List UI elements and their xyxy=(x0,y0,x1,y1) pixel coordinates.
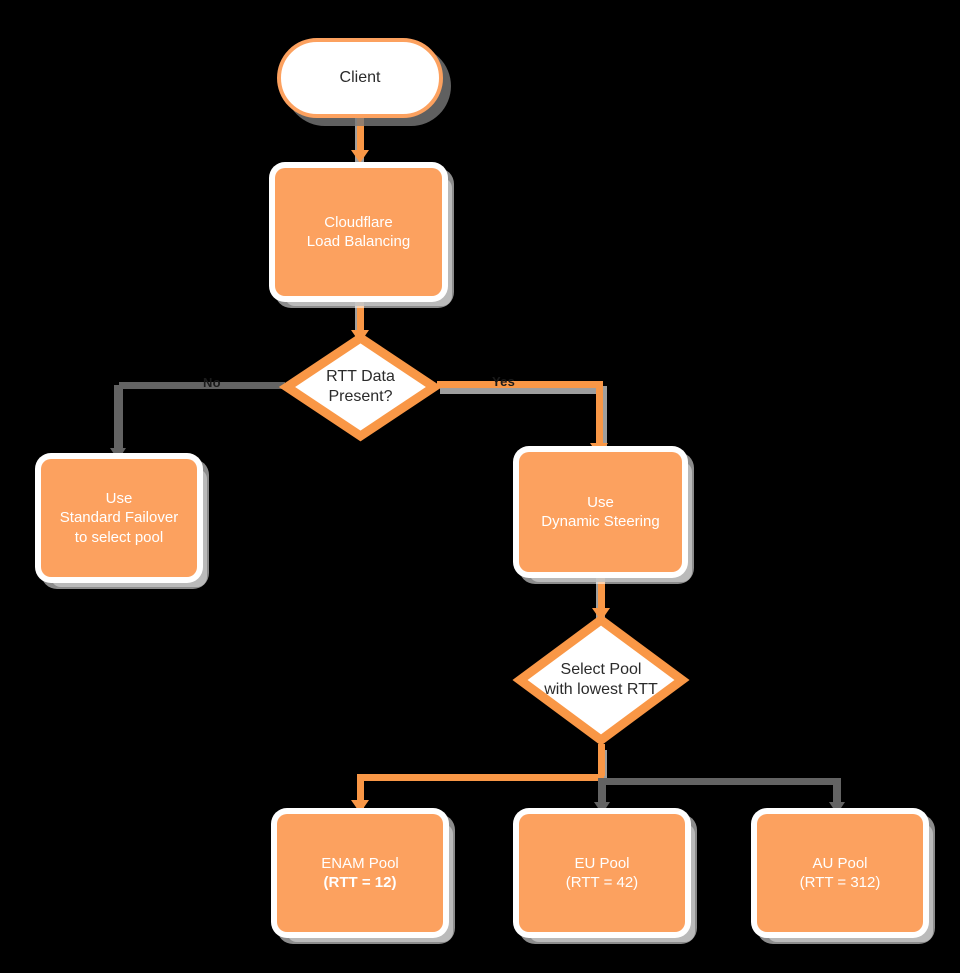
node-eu-pool-line1: EU Pool xyxy=(574,854,630,872)
node-standard-failover-line1: Use xyxy=(105,490,133,508)
node-enam-pool-label: ENAM Pool (RTT = 12) xyxy=(311,854,409,892)
edge-line-vertical xyxy=(833,778,841,810)
edge-line-horizontal xyxy=(119,382,285,389)
arrowhead-down-icon xyxy=(351,150,369,163)
node-client[interactable]: Client xyxy=(277,38,443,118)
diamond-shape-icon xyxy=(279,332,442,442)
node-au-pool-line2: (RTT = 312) xyxy=(799,874,881,891)
node-standard-failover-line3: to select pool xyxy=(74,528,164,546)
node-eu-pool-line2: (RTT = 42) xyxy=(565,874,639,891)
edge-label-yes: Yes xyxy=(492,374,516,389)
edge-line-vertical xyxy=(114,385,123,457)
edge-line-stem xyxy=(598,744,605,776)
node-enam-pool[interactable]: ENAM Pool (RTT = 12) xyxy=(277,814,443,932)
edge-line-horizontal xyxy=(357,774,604,781)
node-load-balancing-line2: Load Balancing xyxy=(306,233,411,250)
node-dynamic-steering-line1: Use xyxy=(587,493,614,511)
node-dynamic-steering-label: Use Dynamic Steering xyxy=(531,493,669,531)
arrowhead-down-icon xyxy=(829,802,845,814)
node-load-balancing-label: Cloudflare Load Balancing xyxy=(297,213,420,251)
node-standard-failover-label: Use Standard Failover to select pool xyxy=(50,489,188,547)
node-au-pool[interactable]: AU Pool (RTT = 312) xyxy=(757,814,923,932)
node-enam-pool-line2: (RTT = 12) xyxy=(323,874,397,891)
node-rtt-decision[interactable]: RTT Data Present? xyxy=(279,330,442,444)
node-client-label: Client xyxy=(339,68,381,86)
arrowhead-down-icon xyxy=(594,802,610,814)
edge-line xyxy=(357,296,364,334)
edge-line-vertical xyxy=(598,778,606,810)
diamond-shape-icon xyxy=(512,614,690,746)
edge-line xyxy=(357,112,364,154)
node-select-pool[interactable]: Select Pool with lowest RTT xyxy=(512,612,690,748)
node-eu-pool-label: EU Pool (RTT = 42) xyxy=(556,854,648,892)
edge-line-vertical xyxy=(596,381,603,449)
edge-line xyxy=(598,572,605,612)
node-eu-pool[interactable]: EU Pool (RTT = 42) xyxy=(519,814,685,932)
node-load-balancing-line1: Cloudflare xyxy=(324,213,393,231)
edge-shadow-horizontal xyxy=(440,386,606,394)
node-enam-pool-line1: ENAM Pool xyxy=(321,854,399,872)
node-dynamic-steering[interactable]: Use Dynamic Steering xyxy=(519,452,682,572)
edge-line-horizontal xyxy=(600,778,840,785)
node-standard-failover[interactable]: Use Standard Failover to select pool xyxy=(41,459,197,577)
edge-label-no: No xyxy=(203,375,221,390)
node-standard-failover-line2: Standard Failover xyxy=(59,509,179,527)
node-au-pool-line1: AU Pool xyxy=(812,854,868,872)
edge-line-horizontal xyxy=(437,381,603,388)
node-dynamic-steering-line2: Dynamic Steering xyxy=(541,513,660,530)
arrowhead-down-icon xyxy=(110,448,126,460)
node-load-balancing[interactable]: Cloudflare Load Balancing xyxy=(275,168,442,296)
edge-line-vertical xyxy=(357,774,364,808)
node-au-pool-label: AU Pool (RTT = 312) xyxy=(790,854,891,892)
arrowhead-down-icon xyxy=(351,800,369,813)
